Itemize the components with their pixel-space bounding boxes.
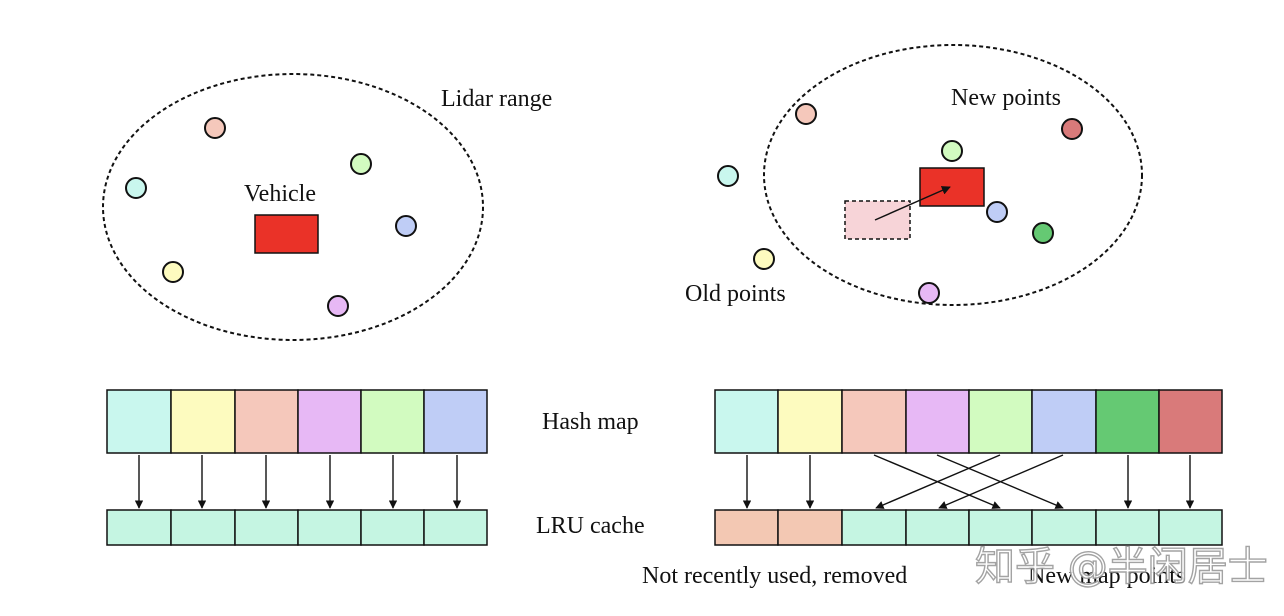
point-yellow (162, 261, 184, 283)
lru-cache-label: LRU cache (536, 513, 645, 539)
hash-cell (234, 389, 299, 454)
lidar-range-ellipse-right (763, 44, 1143, 306)
old-vehicle-position (844, 200, 911, 240)
hash-cell (777, 389, 843, 454)
point-blue (395, 215, 417, 237)
lidar-range-ellipse-left (102, 73, 484, 341)
point-green (1032, 222, 1054, 244)
hash-cell (968, 389, 1033, 454)
point-cyan (125, 177, 147, 199)
vehicle-label: Vehicle (244, 181, 316, 207)
hash-map-right (714, 389, 1223, 454)
hash-cell (1031, 389, 1097, 454)
lru-cell (1095, 509, 1160, 546)
point-cyan (717, 165, 739, 187)
hash-cell (106, 389, 172, 454)
arrow (938, 454, 1064, 509)
vehicle-box-moved (919, 167, 985, 207)
vehicle-box (254, 214, 319, 254)
hash-cell (714, 389, 779, 454)
lru-cell (106, 509, 172, 546)
lru-cell (905, 509, 970, 546)
right-arrows (742, 454, 1195, 509)
point-salmon (204, 117, 226, 139)
lru-cell (1158, 509, 1223, 546)
hash-cell (1158, 389, 1223, 454)
left-panel: Lidar range Vehicle (102, 73, 552, 546)
lru-cache-right (714, 509, 1223, 546)
hash-cell (905, 389, 970, 454)
point-salmon (795, 103, 817, 125)
lru-cell-removed (714, 509, 779, 546)
point-violet (327, 295, 349, 317)
old-points-label: Old points (685, 281, 786, 307)
point-blue (986, 201, 1008, 223)
lru-cell (234, 509, 299, 546)
vehicle-motion-arrow (874, 186, 951, 221)
hash-cell (423, 389, 488, 454)
hash-cell (841, 389, 907, 454)
hash-map-label: Hash map (542, 409, 639, 435)
right-panel: New points Old points (642, 44, 1223, 589)
lidar-range-label: Lidar range (441, 86, 552, 112)
left-arrows (134, 455, 462, 509)
lru-cell-removed (777, 509, 843, 546)
hash-cell (360, 389, 425, 454)
point-lightgreen (350, 153, 372, 175)
hash-cell (170, 389, 236, 454)
lru-cell (968, 509, 1033, 546)
point-violet (918, 282, 940, 304)
new-points-label: New points (951, 85, 1061, 111)
hash-map-left (106, 389, 488, 454)
hash-cell (1095, 389, 1160, 454)
lru-cache-left (106, 509, 488, 546)
point-yellow (753, 248, 775, 270)
not-recently-used-label: Not recently used, removed (642, 563, 907, 589)
new-map-points-label: New map points (1028, 563, 1185, 589)
arrow (875, 454, 1001, 509)
watermark: 知乎 @半闲居士 (975, 544, 1268, 590)
lru-cell (360, 509, 425, 546)
hash-cell (297, 389, 362, 454)
lru-cell (841, 509, 907, 546)
point-lightgreen (941, 140, 963, 162)
lru-cell (423, 509, 488, 546)
lru-cell (170, 509, 236, 546)
lru-cell (1031, 509, 1097, 546)
lru-cell (297, 509, 362, 546)
point-darkred (1061, 118, 1083, 140)
